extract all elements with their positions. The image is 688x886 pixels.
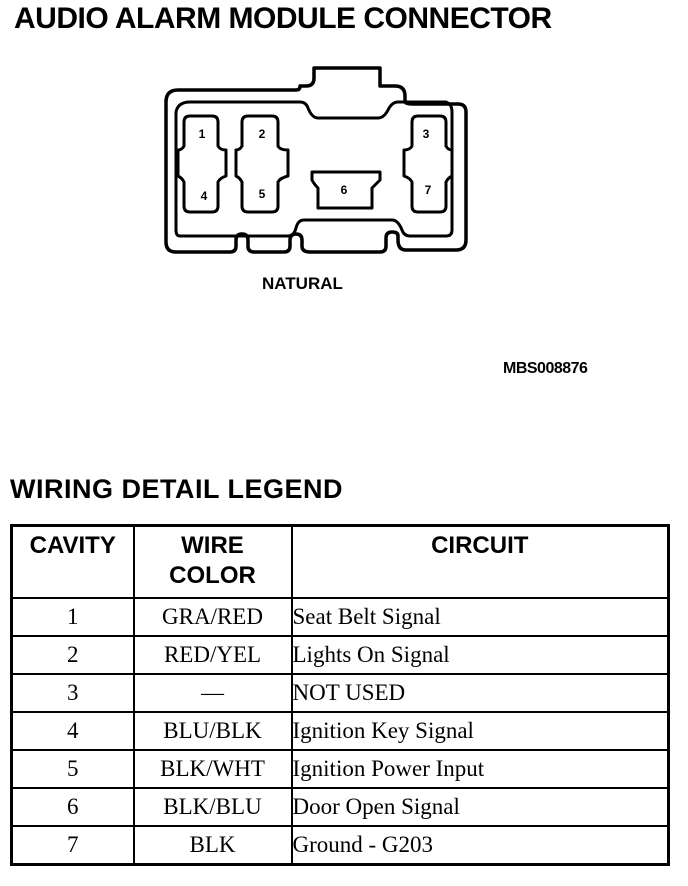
- header-cavity: CAVITY: [10, 524, 135, 599]
- cavity-1-4: [176, 114, 228, 214]
- table-row: 2 RED/YEL Lights On Signal: [10, 635, 670, 675]
- header-circuit: CIRCUIT: [290, 524, 670, 599]
- cavity-6: [310, 170, 382, 210]
- circuit-cell: Ground - G203: [290, 825, 670, 866]
- table-row: 1 GRA/RED Seat Belt Signal: [10, 597, 670, 637]
- cavity-cell: 5: [10, 749, 135, 789]
- cavity-3-7: [402, 114, 454, 214]
- cavity-cell: 6: [10, 787, 135, 827]
- wire-color-cell: BLK: [132, 825, 293, 866]
- cavity-cell: 2: [10, 635, 135, 675]
- wire-color-cell: RED/YEL: [132, 635, 293, 675]
- cavity-cell: 3: [10, 673, 135, 713]
- connector-inner-wall: [174, 100, 454, 238]
- circuit-cell: Door Open Signal: [290, 787, 670, 827]
- pin-label-3: 3: [423, 127, 430, 141]
- pin-label-6: 6: [341, 183, 348, 197]
- pin-label-4: 4: [201, 189, 208, 203]
- pin-label-7: 7: [425, 183, 432, 197]
- page-title: AUDIO ALARM MODULE CONNECTOR: [14, 2, 552, 35]
- wire-color-cell: BLK/WHT: [132, 749, 293, 789]
- header-wire-color: WIRE COLOR: [132, 524, 293, 599]
- circuit-cell: Ignition Power Input: [290, 749, 670, 789]
- circuit-cell: Seat Belt Signal: [290, 597, 670, 637]
- connector-housing-outline: [164, 66, 468, 254]
- wire-color-cell: GRA/RED: [132, 597, 293, 637]
- header-wire-color-line1: WIRE: [181, 532, 244, 559]
- header-wire-color-line2: COLOR: [169, 562, 256, 589]
- pin-label-2: 2: [259, 127, 266, 141]
- wire-color-cell: BLU/BLK: [132, 711, 293, 751]
- wire-color-cell: —: [132, 673, 293, 713]
- pin-label-5: 5: [259, 187, 266, 201]
- wire-color-cell: BLK/BLU: [132, 787, 293, 827]
- pin-label-1: 1: [199, 127, 206, 141]
- connector-diagram: 1 2 3 4 5 6 7: [164, 66, 468, 254]
- cavity-cell: 7: [10, 825, 135, 866]
- cavity-cell: 1: [10, 597, 135, 637]
- circuit-cell: NOT USED: [290, 673, 670, 713]
- cavity-cell: 4: [10, 711, 135, 751]
- circuit-cell: Ignition Key Signal: [290, 711, 670, 751]
- table-row: 5 BLK/WHT Ignition Power Input: [10, 749, 670, 789]
- circuit-cell: Lights On Signal: [290, 635, 670, 675]
- wiring-legend-table: CAVITY WIRE COLOR CIRCUIT 1 GRA/RED Seat…: [10, 524, 670, 866]
- table-row: 6 BLK/BLU Door Open Signal: [10, 787, 670, 827]
- connector-color-label: NATURAL: [262, 274, 343, 293]
- table-row: 3 — NOT USED: [10, 673, 670, 713]
- cavity-2-5: [234, 114, 290, 214]
- table-row: 7 BLK Ground - G203: [10, 825, 670, 866]
- legend-title: WIRING DETAIL LEGEND: [10, 474, 343, 504]
- drawing-code: MBS008876: [503, 360, 588, 377]
- legend-header-row: CAVITY WIRE COLOR CIRCUIT: [10, 524, 670, 599]
- table-row: 4 BLU/BLK Ignition Key Signal: [10, 711, 670, 751]
